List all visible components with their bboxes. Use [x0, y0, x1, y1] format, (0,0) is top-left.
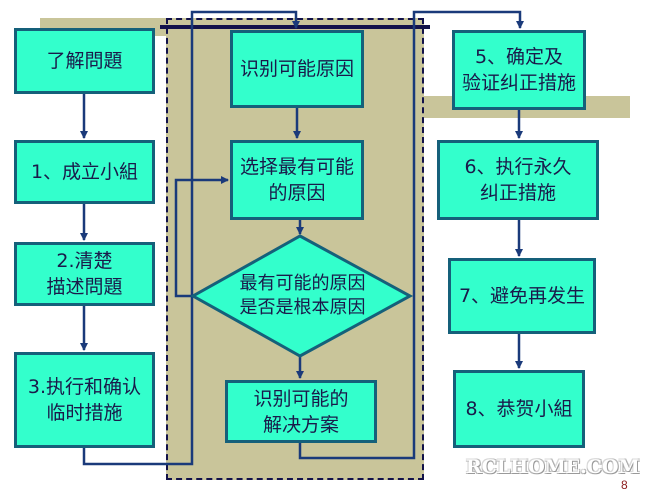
box-step8-congratulate-team: 8、恭贺小組: [453, 370, 585, 448]
box-select-most-likely-cause: 选择最有可能 的原因: [230, 140, 364, 220]
diamond-root-cause-question: 最有可能的原因 是否是根本原因: [239, 273, 366, 318]
box-step5-verify-corrective-actions: 5、确定及 验证纠正措施: [452, 30, 586, 110]
decision-diamond: [189, 234, 414, 358]
box-step1-form-team: 1、成立小組: [14, 140, 155, 204]
box-step3-interim-actions: 3.执行和确认 临时措施: [14, 352, 155, 448]
box-step6-permanent-corrective-actions: 6、执行永久 纠正措施: [437, 140, 599, 220]
box-identify-possible-solutions: 识别可能的 解决方案: [225, 380, 377, 443]
page-number: 8: [621, 478, 628, 492]
decor-bar-top-left-2: [40, 18, 58, 28]
box-identify-possible-causes: 识别可能原因: [230, 30, 364, 108]
box-step7-prevent-recurrence: 7、避免再发生: [448, 258, 596, 334]
box-understand-problem: 了解問題: [14, 28, 155, 94]
watermark-logo: RCLHOME.COM: [466, 456, 640, 478]
box-step2-describe-problem: 2.清楚 描述問題: [14, 242, 155, 306]
